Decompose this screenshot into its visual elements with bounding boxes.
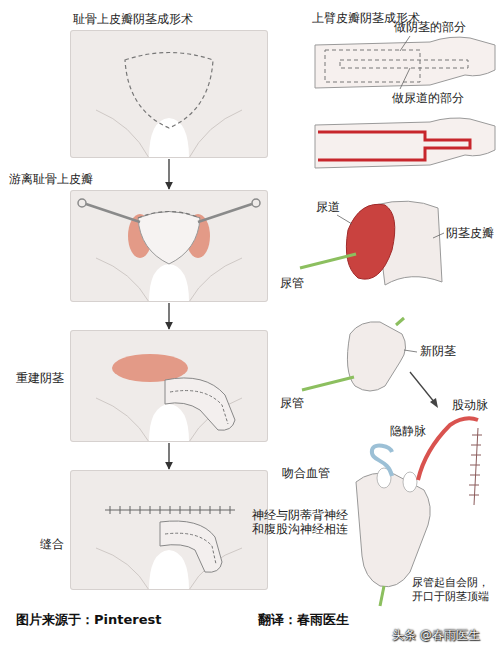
new-penis-figure	[404, 350, 417, 352]
part-label: 股动脉	[452, 398, 488, 412]
rolled-flap-figure	[300, 254, 356, 268]
reconstruction-figure	[165, 378, 235, 430]
anastomosis-figure	[469, 428, 482, 505]
flap-lifting-figure	[138, 212, 200, 265]
figure-panel: 重建阴茎	[70, 330, 268, 442]
flap-lifting-figure	[70, 190, 268, 302]
note-label: 吻合血管	[282, 466, 330, 480]
figure-panel: 耻骨上皮瓣阴茎成形术	[70, 30, 268, 158]
note-label: 尿管起自会阴，开口于阴茎顶端	[412, 576, 492, 604]
flap-lifting-figure	[86, 204, 252, 222]
part-label: 尿管	[280, 276, 304, 290]
flow-arrow	[168, 443, 169, 469]
pelvis-figure	[96, 110, 242, 158]
forearm-figure	[315, 36, 495, 89]
rolled-flap-figure	[346, 204, 394, 279]
forearm-incision-figure	[315, 118, 495, 168]
suture-figure	[70, 470, 268, 590]
rolled-flap-figure	[337, 215, 444, 238]
flap-lifting-figure	[70, 190, 268, 302]
watermark: 头条 @春雨医生	[392, 628, 480, 642]
reconstruction-figure	[170, 391, 228, 424]
panel-heading: 缝合	[40, 537, 64, 551]
new-penis-figure	[347, 322, 405, 391]
panel-heading: 耻骨上皮瓣阴茎成形术	[73, 12, 193, 26]
flap-lifting-figure	[78, 199, 86, 207]
note-label: 神经与阴蒂背神经和腹股沟神经相连	[252, 508, 353, 536]
part-label: 隐静脉	[390, 424, 426, 438]
panel-heading: 游离耻骨上皮瓣	[9, 172, 93, 186]
part-label: 尿道	[316, 200, 340, 214]
flap-lifting-figure	[149, 264, 189, 302]
reconstruction-figure	[149, 404, 189, 442]
flow-arrow	[168, 303, 169, 329]
translation-credit: 翻译：春雨医生	[258, 612, 349, 628]
forearm-figure	[340, 60, 468, 68]
pelvis-figure	[70, 30, 268, 158]
forearm-figure	[315, 37, 495, 88]
anastomosis-figure	[410, 372, 435, 403]
suture-figure	[165, 533, 216, 564]
suture-figure	[70, 470, 268, 590]
forearm-figure	[400, 36, 410, 89]
pelvis-figure	[149, 118, 189, 158]
suture-figure	[160, 521, 222, 572]
new-penis-figure	[302, 318, 417, 391]
part-label: 尿管	[280, 396, 304, 410]
source-credit: 图片来源于：Pinterest	[16, 612, 161, 628]
suture-figure	[105, 506, 235, 514]
part-label: 做阴茎的部分	[394, 20, 466, 34]
part-label: 做尿道的部分	[392, 91, 464, 105]
forearm-incision-figure	[318, 132, 470, 160]
part-label: 阴茎皮瓣	[446, 226, 494, 240]
anastomosis-figure	[356, 473, 430, 587]
panel-heading: 重建阴茎	[16, 371, 64, 385]
anastomosis-figure	[372, 446, 392, 476]
forearm-incision-figure	[315, 118, 495, 168]
anastomosis-figure	[418, 418, 478, 480]
anastomosis-figure	[403, 472, 417, 492]
pelvis-figure	[125, 53, 213, 129]
figure-panel: 缝合	[70, 470, 268, 590]
reconstruction-figure	[70, 330, 268, 442]
new-penis-figure	[302, 318, 404, 390]
suture-figure	[149, 550, 189, 590]
flap-lifting-figure	[96, 258, 242, 302]
anastomosis-figure	[380, 586, 384, 606]
flap-lifting-figure	[138, 212, 200, 219]
figure-panel: 游离耻骨上皮瓣	[70, 190, 268, 302]
part-label: 新阴茎	[420, 344, 456, 358]
flap-lifting-figure	[252, 199, 260, 207]
flow-arrow	[168, 159, 169, 189]
anastomosis-figure	[430, 398, 438, 408]
reconstruction-figure	[70, 330, 268, 442]
pelvis-figure	[70, 30, 268, 158]
